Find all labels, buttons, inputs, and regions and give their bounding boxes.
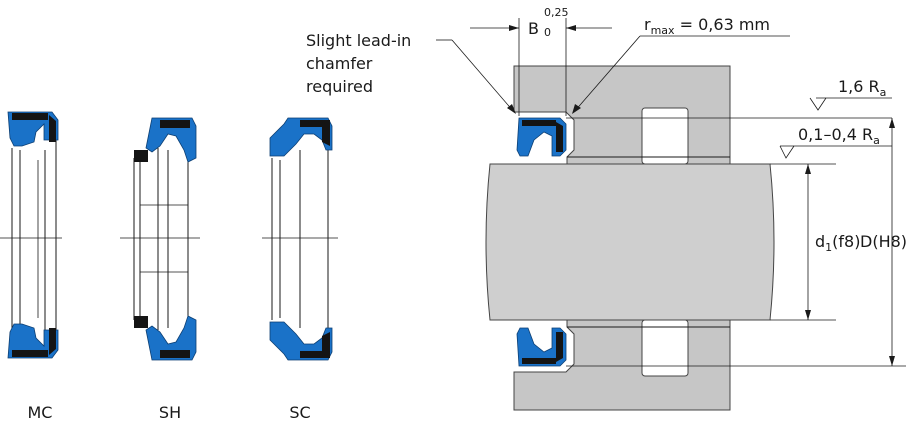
width-tol-lower: 0 [544, 26, 551, 39]
groove-bottom [641, 319, 689, 377]
radius-label: r [644, 15, 651, 34]
bore-diameter-dimension: D(H8) [566, 118, 907, 367]
roughness-bore-value: 1,6 R [838, 77, 880, 96]
housing-assembly [485, 65, 775, 411]
housing-top [513, 65, 731, 165]
width-tol-upper: 0,25 [544, 6, 569, 19]
svg-text:d1(f8): d1(f8) [815, 232, 860, 254]
roughness-bore: 1,6 Ra [566, 77, 892, 119]
radius-callout: rmax = 0,63 mm [572, 15, 790, 114]
chamfer-note-line1: Slight lead-in [306, 31, 411, 50]
shaft-symbol: d [815, 232, 825, 251]
shaft [485, 163, 775, 321]
svg-text:rmax = 0,63 mm: rmax = 0,63 mm [644, 15, 770, 37]
chamfer-note: Slight lead-in chamfer required [306, 31, 516, 114]
roughness-shaft-sub: a [873, 134, 880, 147]
width-symbol: B [528, 19, 539, 38]
profile-label-mc: MC [28, 403, 53, 422]
width-dimension: B 0,25 0 [470, 6, 612, 116]
shaft-diameter-dimension: d1(f8) [770, 163, 860, 321]
profile-mc [0, 111, 62, 359]
bore-label: D(H8) [860, 232, 907, 251]
chamfer-note-line3: required [306, 77, 373, 96]
roughness-bore-sub: a [880, 86, 887, 99]
chamfer-note-line2: chamfer [306, 54, 373, 73]
roughness-shaft: 0,1–0,4 Ra [779, 125, 892, 159]
groove-top [641, 107, 689, 165]
svg-text:1,6 Ra: 1,6 Ra [838, 77, 886, 99]
profile-sh [120, 117, 200, 361]
shaft-sub: 1 [825, 241, 832, 254]
radius-sub: max [651, 24, 675, 37]
seal-top [516, 117, 567, 157]
seal-bottom [516, 327, 567, 367]
profile-sc [262, 117, 338, 361]
profile-label-sc: SC [289, 403, 310, 422]
profile-label-sh: SH [159, 403, 181, 422]
radius-value: = 0,63 mm [675, 15, 770, 34]
shaft-fit: (f8) [832, 232, 860, 251]
svg-text:0,1–0,4 Ra: 0,1–0,4 Ra [798, 125, 880, 147]
roughness-shaft-value: 0,1–0,4 R [798, 125, 873, 144]
